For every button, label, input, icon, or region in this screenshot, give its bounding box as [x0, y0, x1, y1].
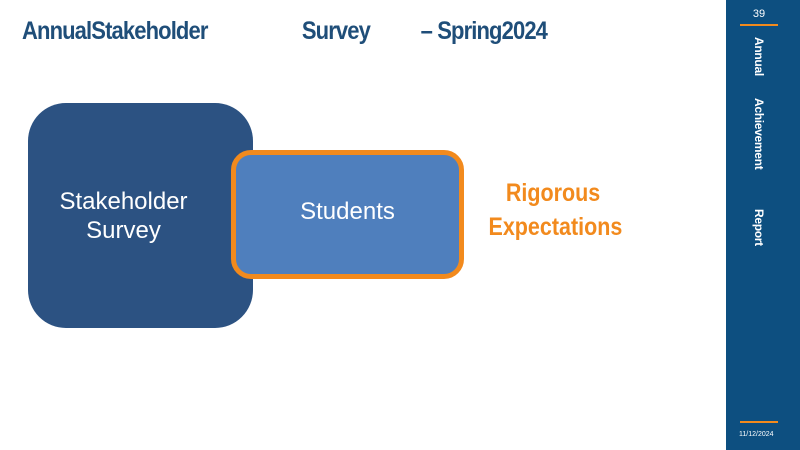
title-part-1: AnnualStakeholder	[22, 17, 208, 45]
sidebar-bottom-rule	[740, 421, 778, 423]
sidebar-word-report: Report	[752, 209, 766, 246]
title-part-2: Survey	[301, 17, 371, 45]
sidebar-word-annual: Annual	[752, 37, 766, 76]
rigorous-expectations-caption: Rigorous Expectations	[488, 176, 623, 244]
students-box: Students	[231, 150, 464, 279]
survey-box-line-1: Stakeholder	[59, 187, 188, 215]
sidebar-top-rule	[740, 24, 778, 26]
slide-date: 11/12/2024	[739, 431, 774, 438]
survey-box-line-2: Survey	[86, 216, 161, 244]
page-number: 39	[752, 8, 766, 20]
slide-title: AnnualStakeholder Survey – Spring2024	[22, 17, 548, 49]
stakeholder-survey-box: Stakeholder Survey	[28, 103, 253, 328]
title-part-3: – Spring2024	[420, 17, 548, 45]
sidebar-word-achievement: Achievement	[752, 98, 766, 170]
report-sidebar: 39 Annual Achievement Report 11/12/2024	[726, 0, 800, 450]
students-box-label: Students	[300, 197, 395, 225]
caption-line-1: Rigorous	[505, 179, 601, 207]
caption-line-2: Expectations	[488, 213, 623, 241]
